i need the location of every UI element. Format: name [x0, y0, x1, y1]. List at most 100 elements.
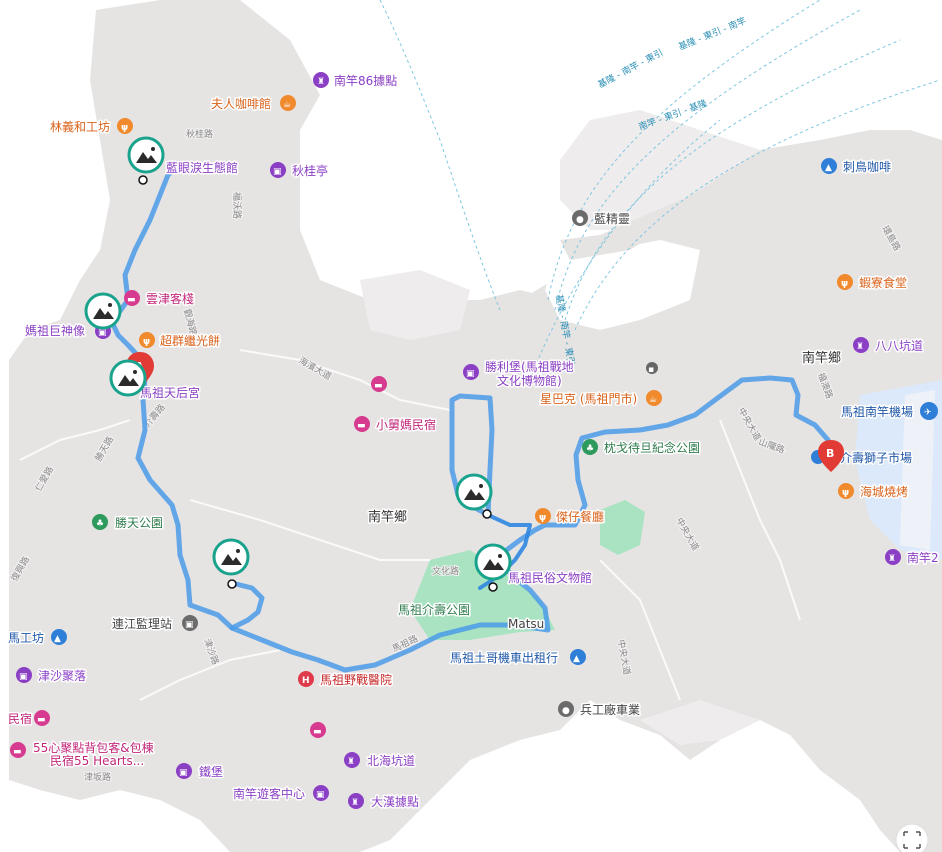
map-left-edge [0, 0, 9, 852]
poi-blue-tears[interactable]: 藍眼淚生態館 [165, 159, 240, 177]
label-shengli-fort-line2: 文化博物館) [497, 373, 562, 388]
poi-lianjiang-prison[interactable]: 連江監理站 ▣ [111, 615, 198, 633]
label-yunjin-inn: 雲津客棧 [146, 291, 194, 306]
label-dahan: 大漢據點 [371, 795, 419, 809]
poi-xiaojiu-bnb[interactable]: ▬ 小舅媽民宿 [354, 416, 438, 434]
poi-beihai[interactable]: ♜ 北海坑道 [344, 752, 417, 770]
poi-shengtian-park[interactable]: ♣ 勝天公園 [92, 514, 165, 532]
ferry-routes [379, 0, 941, 381]
poi-nangan2[interactable]: ♜ 南竿2 [885, 549, 940, 567]
poi-parking[interactable]: ▪ [646, 362, 658, 375]
pin-b-marker[interactable]: B [818, 440, 844, 472]
label-nangan86: 南竿86據點 [334, 73, 397, 88]
poi-madame-cafe[interactable]: ☕ 夫人咖啡館 [210, 95, 296, 113]
label-hostel-55: 55心聚點背包客&包棟民宿55 Hearts... [33, 740, 154, 768]
poi-motorbike[interactable]: 馬祖土哥機車出租行 ▲ [449, 649, 586, 667]
poi-folk-museum[interactable]: 馬祖民俗文物館 [507, 569, 594, 587]
poi-xialiao[interactable]: ψ 蝦寮食堂 [837, 274, 909, 292]
poi-bnb-center[interactable]: ▬ [310, 722, 326, 738]
poi-shengli-fort[interactable]: ▣ 勝利堡(馬祖戰地文化博物館) [463, 358, 575, 390]
photo-marker-3[interactable] [109, 359, 147, 397]
poi-haicheng-bbq[interactable]: ψ 海城燒烤 [838, 483, 910, 501]
photo-marker-4-icon [464, 489, 485, 500]
label-beihai: 北海坑道 [367, 753, 415, 768]
poi-field-hospital[interactable]: H 馬祖野戰醫院 [298, 671, 394, 689]
label-blue-tears: 藍眼淚生態館 [166, 160, 238, 175]
poi-starbucks[interactable]: ☕ 星巴克 (馬祖門市) [539, 390, 662, 408]
photo-marker-5[interactable] [212, 538, 250, 589]
label-nangan2: 南竿2 [907, 550, 939, 565]
poi-mazu-temple[interactable]: 馬祖天后宮 [139, 384, 202, 402]
poi-babakeng[interactable]: ♜ 八八坑道 [853, 337, 925, 355]
photo-marker-5-icon [221, 554, 242, 565]
poi-workshop-w[interactable]: 馬工坊 ▲ [7, 629, 67, 647]
poi-jianjiang-restaurant[interactable]: ψ 傑仔餐廳 [535, 508, 606, 526]
poi-inn-central[interactable]: ▬ [371, 376, 387, 392]
airport-runway [900, 390, 935, 550]
svg-text:▣: ▣ [98, 328, 107, 338]
label-nangan-town-east: 南竿鄉 [802, 350, 841, 366]
label-lianjiang-prison: 連江監理站 [112, 616, 172, 631]
fullscreen-icon [903, 831, 921, 849]
svg-text:▲: ▲ [54, 634, 61, 644]
label-bingong: 兵工廠車業 [580, 702, 640, 717]
road-label-wenhua: 文化路 [432, 565, 459, 577]
svg-text:ψ: ψ [143, 337, 150, 347]
poi-jieshou-market[interactable]: 介壽獅子市場 [811, 449, 914, 467]
photo-marker-2[interactable] [84, 292, 122, 330]
label-qiugui-pavilion: 秋桂亭 [292, 163, 328, 178]
svg-text:☕: ☕ [283, 100, 291, 110]
poi-hostel-55[interactable]: ▬ 55心聚點背包客&包棟民宿55 Hearts... [10, 739, 155, 770]
label-hostel-55-line2: 民宿55 Hearts... [50, 753, 144, 768]
svg-text:✈: ✈ [924, 408, 932, 418]
poi-nangan86[interactable]: ♜ 南竿86據點 [313, 72, 399, 90]
label-lanjing: 藍精靈 [594, 212, 630, 226]
label-mazu-statue: 媽祖巨神像 [25, 323, 85, 338]
road-label-fuqiu: 福沃路 [231, 192, 243, 219]
poi-visitor-center[interactable]: 南竿遊客中心 ▣ [232, 785, 329, 803]
poi-dahan[interactable]: ♜ 大漢據點 [348, 793, 421, 811]
road-label-qiugui: 秋桂路 [186, 128, 213, 140]
svg-text:ψ: ψ [121, 123, 128, 133]
poi-yunjin-inn[interactable]: ▬ 雲津客棧 [124, 290, 196, 308]
label-jieshou-market: 介壽獅子市場 [840, 450, 912, 465]
poi-bingong[interactable]: ● 兵工廠車業 [558, 701, 642, 719]
poi-bnb-w[interactable]: 民宿 ▬ [7, 710, 50, 728]
fullscreen-button[interactable] [895, 823, 929, 852]
svg-text:▣: ▣ [185, 620, 194, 630]
photo-marker-6[interactable] [474, 543, 512, 592]
svg-text:♜: ♜ [888, 554, 896, 564]
label-memorial-park: 枕戈待旦紀念公園 [604, 440, 700, 455]
label-motorbike: 馬祖土哥機車出租行 [450, 650, 558, 665]
svg-text:♜: ♜ [351, 798, 359, 808]
label-xiaojiu-bnb: 小舅媽民宿 [376, 417, 436, 432]
poi-jiekou-cafe[interactable]: ▲ 刺鳥咖啡 [821, 158, 893, 176]
svg-text:♣: ♣ [96, 519, 104, 529]
poi-qiugui-pavilion[interactable]: ▣ 秋桂亭 [270, 162, 330, 180]
svg-text:▬: ▬ [357, 421, 366, 431]
memorial-park-area [600, 500, 645, 555]
poi-jinsha[interactable]: ▣ 津沙聚落 [16, 667, 88, 685]
label-xialiao: 蝦寮食堂 [859, 275, 907, 290]
photo-markers [84, 136, 512, 592]
label-nangan-town-center: 南竿鄉 [368, 509, 407, 525]
svg-text:☕: ☕ [649, 395, 657, 405]
poi-tiebao[interactable]: ▣ 鐵堡 [176, 763, 225, 781]
poi-lin-yi[interactable]: ψ 林義和工坊 [49, 118, 133, 136]
svg-text:ψ: ψ [841, 279, 848, 289]
harbor-water [545, 240, 700, 330]
land-mass [9, 0, 942, 852]
svg-text:♜: ♜ [347, 757, 355, 767]
svg-text:ψ: ψ [842, 488, 849, 498]
poi-memorial-park[interactable]: ♣ 枕戈待旦紀念公園 [582, 439, 702, 457]
photo-marker-4[interactable] [455, 473, 493, 519]
photo-marker-1[interactable] [127, 136, 165, 185]
label-airport: 馬祖南竿機場 [841, 404, 913, 419]
poi-lanjing[interactable]: ● 藍精靈 [572, 210, 632, 228]
svg-text:▣: ▣ [316, 790, 325, 800]
poi-chaoqun[interactable]: ψ 超群繼光餅 [139, 332, 222, 350]
label-visitor-center: 南竿遊客中心 [233, 786, 305, 801]
svg-text:●: ● [562, 706, 570, 716]
poi-airport[interactable]: 馬祖南竿機場 ✈ [840, 402, 938, 421]
